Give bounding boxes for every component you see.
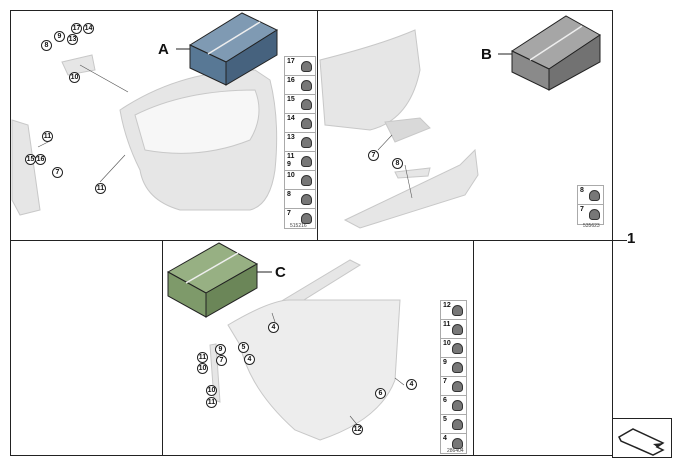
callout[interactable]: 10 (69, 72, 80, 83)
legend-item[interactable]: 5 (441, 415, 466, 434)
legend-item[interactable]: 7 (578, 205, 603, 224)
callout[interactable]: 8 (41, 40, 52, 51)
callout[interactable]: 8 (392, 158, 403, 169)
divider-top (317, 10, 318, 240)
legend-item[interactable]: 8 (578, 186, 603, 205)
callout[interactable]: 7 (52, 167, 63, 178)
side-trim (209, 343, 221, 403)
fastener-icon (452, 362, 463, 373)
fastener-icon (301, 175, 312, 186)
fastener-icon (589, 209, 600, 220)
callout[interactable]: 10 (197, 363, 208, 374)
fastener-icon (452, 438, 463, 449)
set-a-label: A (158, 41, 169, 58)
legend-item[interactable]: 10 (285, 171, 315, 190)
striker-bracket (394, 167, 431, 179)
legend-item[interactable]: 13 (285, 133, 315, 152)
set-b-label: B (481, 46, 492, 63)
callout[interactable]: 12 (352, 424, 363, 435)
fastener-legend-a: 17 16 15 14 13 11 9 10 8 7 (284, 56, 316, 229)
legend-item[interactable]: 15 (285, 95, 315, 114)
legend-item[interactable]: 9 (441, 358, 466, 377)
fastener-icon (301, 213, 312, 224)
bumper-carrier (343, 148, 479, 229)
assembly-leader-line (613, 240, 627, 241)
divider-horizontal (10, 240, 613, 241)
callout[interactable]: 4 (244, 354, 255, 365)
legend-item[interactable]: 10 (441, 339, 466, 358)
fastener-icon (301, 99, 312, 110)
fastener-icon (452, 305, 463, 316)
callout[interactable]: 11 (42, 131, 53, 142)
legend-item[interactable]: 4 (441, 434, 466, 453)
fastener-icon (452, 381, 463, 392)
inner-trim (227, 299, 401, 441)
fastener-icon (452, 343, 463, 354)
legend-item[interactable]: 8 (285, 190, 315, 209)
fastener-icon (452, 400, 463, 411)
divider-bottom-right (473, 240, 474, 456)
fastener-icon (301, 61, 312, 72)
legend-item[interactable]: 7 (441, 377, 466, 396)
set-c-label: C (275, 264, 286, 281)
fastener-icon (589, 190, 600, 201)
callout[interactable]: 11 (95, 183, 106, 194)
assembly-number: 1 (627, 230, 636, 247)
divider-bottom-left (162, 240, 163, 456)
legend-item[interactable]: 17 (285, 57, 315, 76)
tailgate-window (134, 89, 260, 154)
previous-assembly-arrow-icon[interactable] (612, 418, 672, 458)
callout[interactable]: 6 (375, 388, 386, 399)
legend-item[interactable]: 11 9 (285, 152, 315, 171)
callout[interactable]: 16 (35, 154, 46, 165)
legend-item[interactable]: 11 (441, 320, 466, 339)
fastener-icon (301, 156, 312, 167)
callout[interactable]: 7 (216, 355, 227, 366)
fastener-icon (301, 137, 312, 148)
hinge-bracket (61, 54, 96, 76)
fastener-legend-c: 12 11 10 9 7 6 5 4 (440, 300, 467, 454)
callout[interactable]: 14 (83, 23, 94, 34)
callout[interactable]: 4 (268, 322, 279, 333)
callout[interactable]: 7 (368, 150, 379, 161)
callout[interactable]: 9 (215, 344, 226, 355)
fastener-legend-b: 8 7 (577, 185, 604, 225)
fastener-icon (301, 194, 312, 205)
drawing-number: 535623 (583, 223, 600, 229)
legend-item[interactable]: 12 (441, 301, 466, 320)
fastener-icon (452, 419, 463, 430)
legend-item[interactable]: 7 (285, 209, 315, 228)
legend-item[interactable]: 14 (285, 114, 315, 133)
callout[interactable]: 10 (206, 385, 217, 396)
legend-item[interactable]: 16 (285, 76, 315, 95)
side-panel (11, 119, 41, 216)
diagram-frame (10, 10, 613, 456)
callout[interactable]: 13 (67, 34, 78, 45)
fastener-icon (301, 80, 312, 91)
drawing-number: 286404 (447, 448, 464, 454)
legend-item[interactable]: 6 (441, 396, 466, 415)
fastener-icon (301, 118, 312, 129)
tailgate-lower (319, 29, 421, 131)
callout[interactable]: 5 (238, 342, 249, 353)
callout[interactable]: 4 (406, 379, 417, 390)
callout[interactable]: 17 (71, 23, 82, 34)
callout[interactable]: 9 (54, 31, 65, 42)
callout[interactable]: 11 (197, 352, 208, 363)
fastener-icon (452, 324, 463, 335)
drawing-number: 515216 (290, 223, 307, 229)
callout[interactable]: 11 (206, 397, 217, 408)
